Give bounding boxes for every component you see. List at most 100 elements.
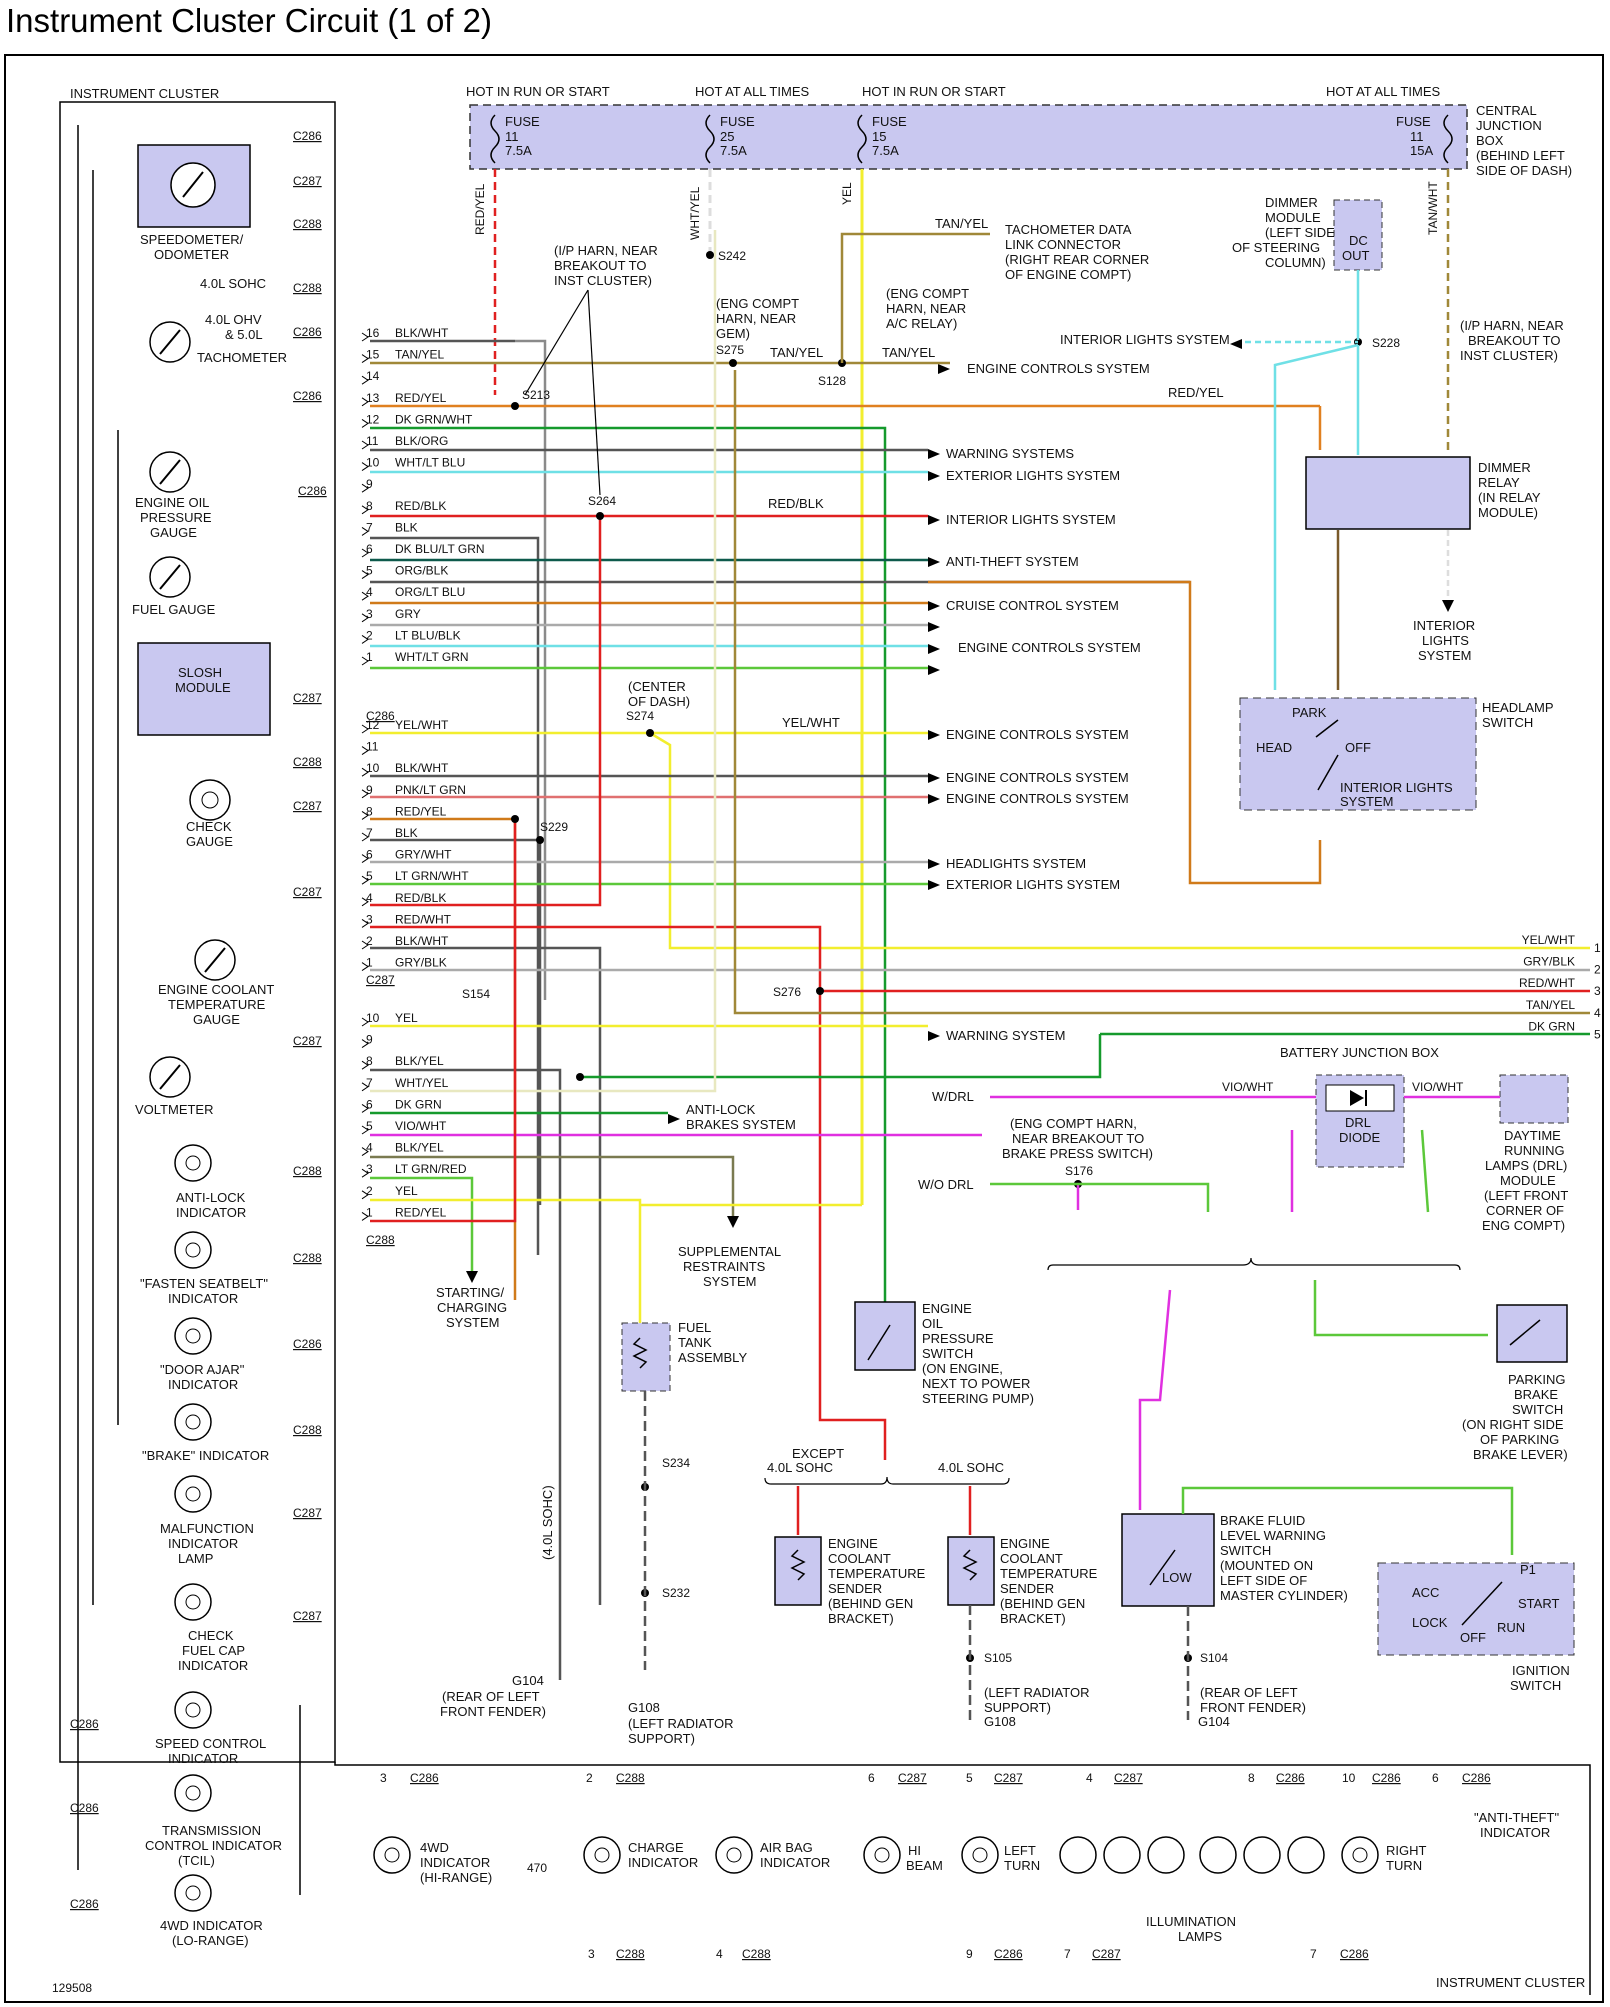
svg-text:CORNER OF: CORNER OF bbox=[1486, 1203, 1564, 1218]
svg-text:A/C RELAY): A/C RELAY) bbox=[886, 316, 957, 331]
c286-pin-number: 12 bbox=[366, 412, 380, 426]
svg-text:P1: P1 bbox=[1520, 1562, 1536, 1577]
svg-text:COOLANT: COOLANT bbox=[1000, 1551, 1063, 1566]
c287-pin-tick bbox=[361, 789, 369, 799]
fuse4-name: FUSE bbox=[1396, 114, 1431, 129]
svg-text:(I/P HARN, NEAR: (I/P HARN, NEAR bbox=[1460, 318, 1564, 333]
c286-pin-tick bbox=[361, 354, 369, 364]
c286-wire-label: LT BLU/BLK bbox=[395, 628, 461, 642]
svg-text:SWITCH: SWITCH bbox=[1512, 1402, 1563, 1417]
svg-text:TANK: TANK bbox=[678, 1335, 712, 1350]
fuse4-num: 11 bbox=[1410, 129, 1424, 144]
svg-text:S128: S128 bbox=[818, 374, 846, 388]
svg-text:BRAKES SYSTEM: BRAKES SYSTEM bbox=[686, 1117, 796, 1132]
fuse1-name: FUSE bbox=[505, 114, 540, 129]
svg-text:BEAM: BEAM bbox=[906, 1858, 943, 1873]
c288-wire-label: WHT/YEL bbox=[395, 1076, 449, 1090]
c286-pin-tick bbox=[361, 548, 369, 558]
svg-text:C287: C287 bbox=[293, 1506, 322, 1520]
svg-text:HARN, NEAR: HARN, NEAR bbox=[716, 311, 796, 326]
svg-text:BRAKE LEVER): BRAKE LEVER) bbox=[1473, 1447, 1568, 1462]
fuse1-num: 11 bbox=[505, 129, 519, 144]
c286-pin-number: 6 bbox=[366, 542, 373, 556]
dimmer-module: DC OUT DIMMER MODULE (LEFT SIDE OF STEER… bbox=[1232, 195, 1383, 690]
svg-text:S176: S176 bbox=[1065, 1164, 1093, 1178]
svg-text:LIGHTS: LIGHTS bbox=[1422, 633, 1469, 648]
svg-text:(MOUNTED ON: (MOUNTED ON bbox=[1220, 1558, 1313, 1573]
svg-text:HEADLIGHTS SYSTEM: HEADLIGHTS SYSTEM bbox=[946, 856, 1086, 871]
c287-pin-number: 10 bbox=[366, 761, 380, 775]
svg-text:INDICATOR: INDICATOR bbox=[628, 1855, 698, 1870]
svg-text:PRESSURE: PRESSURE bbox=[922, 1331, 994, 1346]
fuel-gauge: FUEL GAUGE bbox=[132, 556, 216, 617]
svg-text:MODULE): MODULE) bbox=[1478, 505, 1538, 520]
svg-text:DIMMER: DIMMER bbox=[1265, 195, 1318, 210]
c287-pin-tick bbox=[361, 767, 369, 777]
c287-pin-number: 1 bbox=[366, 956, 373, 970]
svg-text:HEADLAMP: HEADLAMP bbox=[1482, 700, 1554, 715]
svg-text:C288: C288 bbox=[742, 1947, 771, 1961]
right-output-pin: 4 bbox=[1594, 1006, 1601, 1020]
c287-pin-number: 11 bbox=[366, 740, 379, 754]
svg-text:DC: DC bbox=[1349, 233, 1368, 248]
svg-text:ODOMETER: ODOMETER bbox=[154, 247, 229, 262]
svg-text:START: START bbox=[1518, 1596, 1559, 1611]
c288-pin-number: 2 bbox=[366, 1184, 373, 1198]
svg-text:IGNITION: IGNITION bbox=[1512, 1663, 1570, 1678]
svg-text:PARK: PARK bbox=[1292, 705, 1327, 720]
svg-text:ENGINE: ENGINE bbox=[1000, 1536, 1050, 1551]
svg-text:INDICATOR: INDICATOR bbox=[1480, 1825, 1550, 1840]
c286-wire-label: ORG/LT BLU bbox=[395, 585, 465, 599]
svg-text:C288: C288 bbox=[616, 1771, 645, 1785]
svg-text:C286: C286 bbox=[410, 1771, 439, 1785]
speedometer: SPEEDOMETER/ ODOMETER bbox=[137, 144, 251, 262]
svg-text:ENGINE CONTROLS SYSTEM: ENGINE CONTROLS SYSTEM bbox=[958, 640, 1141, 655]
svg-text:C288: C288 bbox=[616, 1947, 645, 1961]
svg-text:C286: C286 bbox=[293, 325, 322, 339]
svg-text:FUEL CAP: FUEL CAP bbox=[182, 1643, 245, 1658]
svg-text:C288: C288 bbox=[293, 1423, 322, 1437]
svg-text:S275: S275 bbox=[716, 343, 744, 357]
svg-text:3: 3 bbox=[380, 1771, 387, 1785]
c286-pin-tick bbox=[361, 483, 369, 493]
c288-pin-tick bbox=[361, 1125, 369, 1135]
svg-text:OF DASH): OF DASH) bbox=[628, 694, 690, 709]
svg-text:C287: C287 bbox=[293, 799, 322, 813]
c287-pin-number: 2 bbox=[366, 934, 373, 948]
right-output-pin: 2 bbox=[1594, 963, 1601, 977]
c288-pin-tick bbox=[361, 1082, 369, 1092]
ect-senders: EXCEPT 4.0L SOHC 4.0L SOHC ENGINE COOLAN… bbox=[764, 1446, 1098, 1720]
svg-text:4: 4 bbox=[716, 1947, 723, 1961]
c288-pin-number: 8 bbox=[366, 1054, 373, 1068]
c286-pin-number: 14 bbox=[366, 369, 380, 383]
svg-text:BRAKE FLUID: BRAKE FLUID bbox=[1220, 1513, 1305, 1528]
c287-wire-label: GRY/WHT bbox=[395, 848, 452, 862]
svg-text:7: 7 bbox=[1064, 1947, 1071, 1961]
svg-text:SWITCH: SWITCH bbox=[1510, 1678, 1561, 1693]
svg-text:C286: C286 bbox=[1462, 1771, 1491, 1785]
svg-text:SYSTEM: SYSTEM bbox=[703, 1274, 756, 1289]
c288-pin-number: 6 bbox=[366, 1097, 373, 1111]
c286-pin-number: 13 bbox=[366, 391, 380, 405]
svg-text:INST CLUSTER): INST CLUSTER) bbox=[1460, 348, 1558, 363]
svg-text:SWITCH: SWITCH bbox=[922, 1346, 973, 1361]
svg-text:CHECK: CHECK bbox=[186, 819, 232, 834]
c287-pin-number: 5 bbox=[366, 869, 373, 883]
svg-text:VIO/WHT: VIO/WHT bbox=[1222, 1080, 1274, 1094]
c286-pin-number: 10 bbox=[366, 456, 380, 470]
svg-text:S232: S232 bbox=[662, 1586, 690, 1600]
svg-text:YEL/WHT: YEL/WHT bbox=[782, 715, 840, 730]
c286-pin-tick bbox=[361, 634, 369, 644]
svg-text:C287: C287 bbox=[1092, 1947, 1121, 1961]
svg-text:S213: S213 bbox=[522, 388, 550, 402]
svg-text:(ENG COMPT HARN,: (ENG COMPT HARN, bbox=[1010, 1116, 1137, 1131]
c286-pin-number: 2 bbox=[366, 628, 373, 642]
svg-text:SYSTEM: SYSTEM bbox=[446, 1315, 499, 1330]
svg-text:TEMPERATURE: TEMPERATURE bbox=[828, 1566, 926, 1581]
svg-text:C286: C286 bbox=[298, 484, 327, 498]
cluster-connector-labels: C286 C287 C288 C288 C286 C286 C286 C287 … bbox=[70, 129, 327, 1911]
coolant-gauge: ENGINE COOLANT TEMPERATURE GAUGE bbox=[158, 939, 274, 1027]
svg-text:4.0L SOHC: 4.0L SOHC bbox=[938, 1460, 1004, 1475]
